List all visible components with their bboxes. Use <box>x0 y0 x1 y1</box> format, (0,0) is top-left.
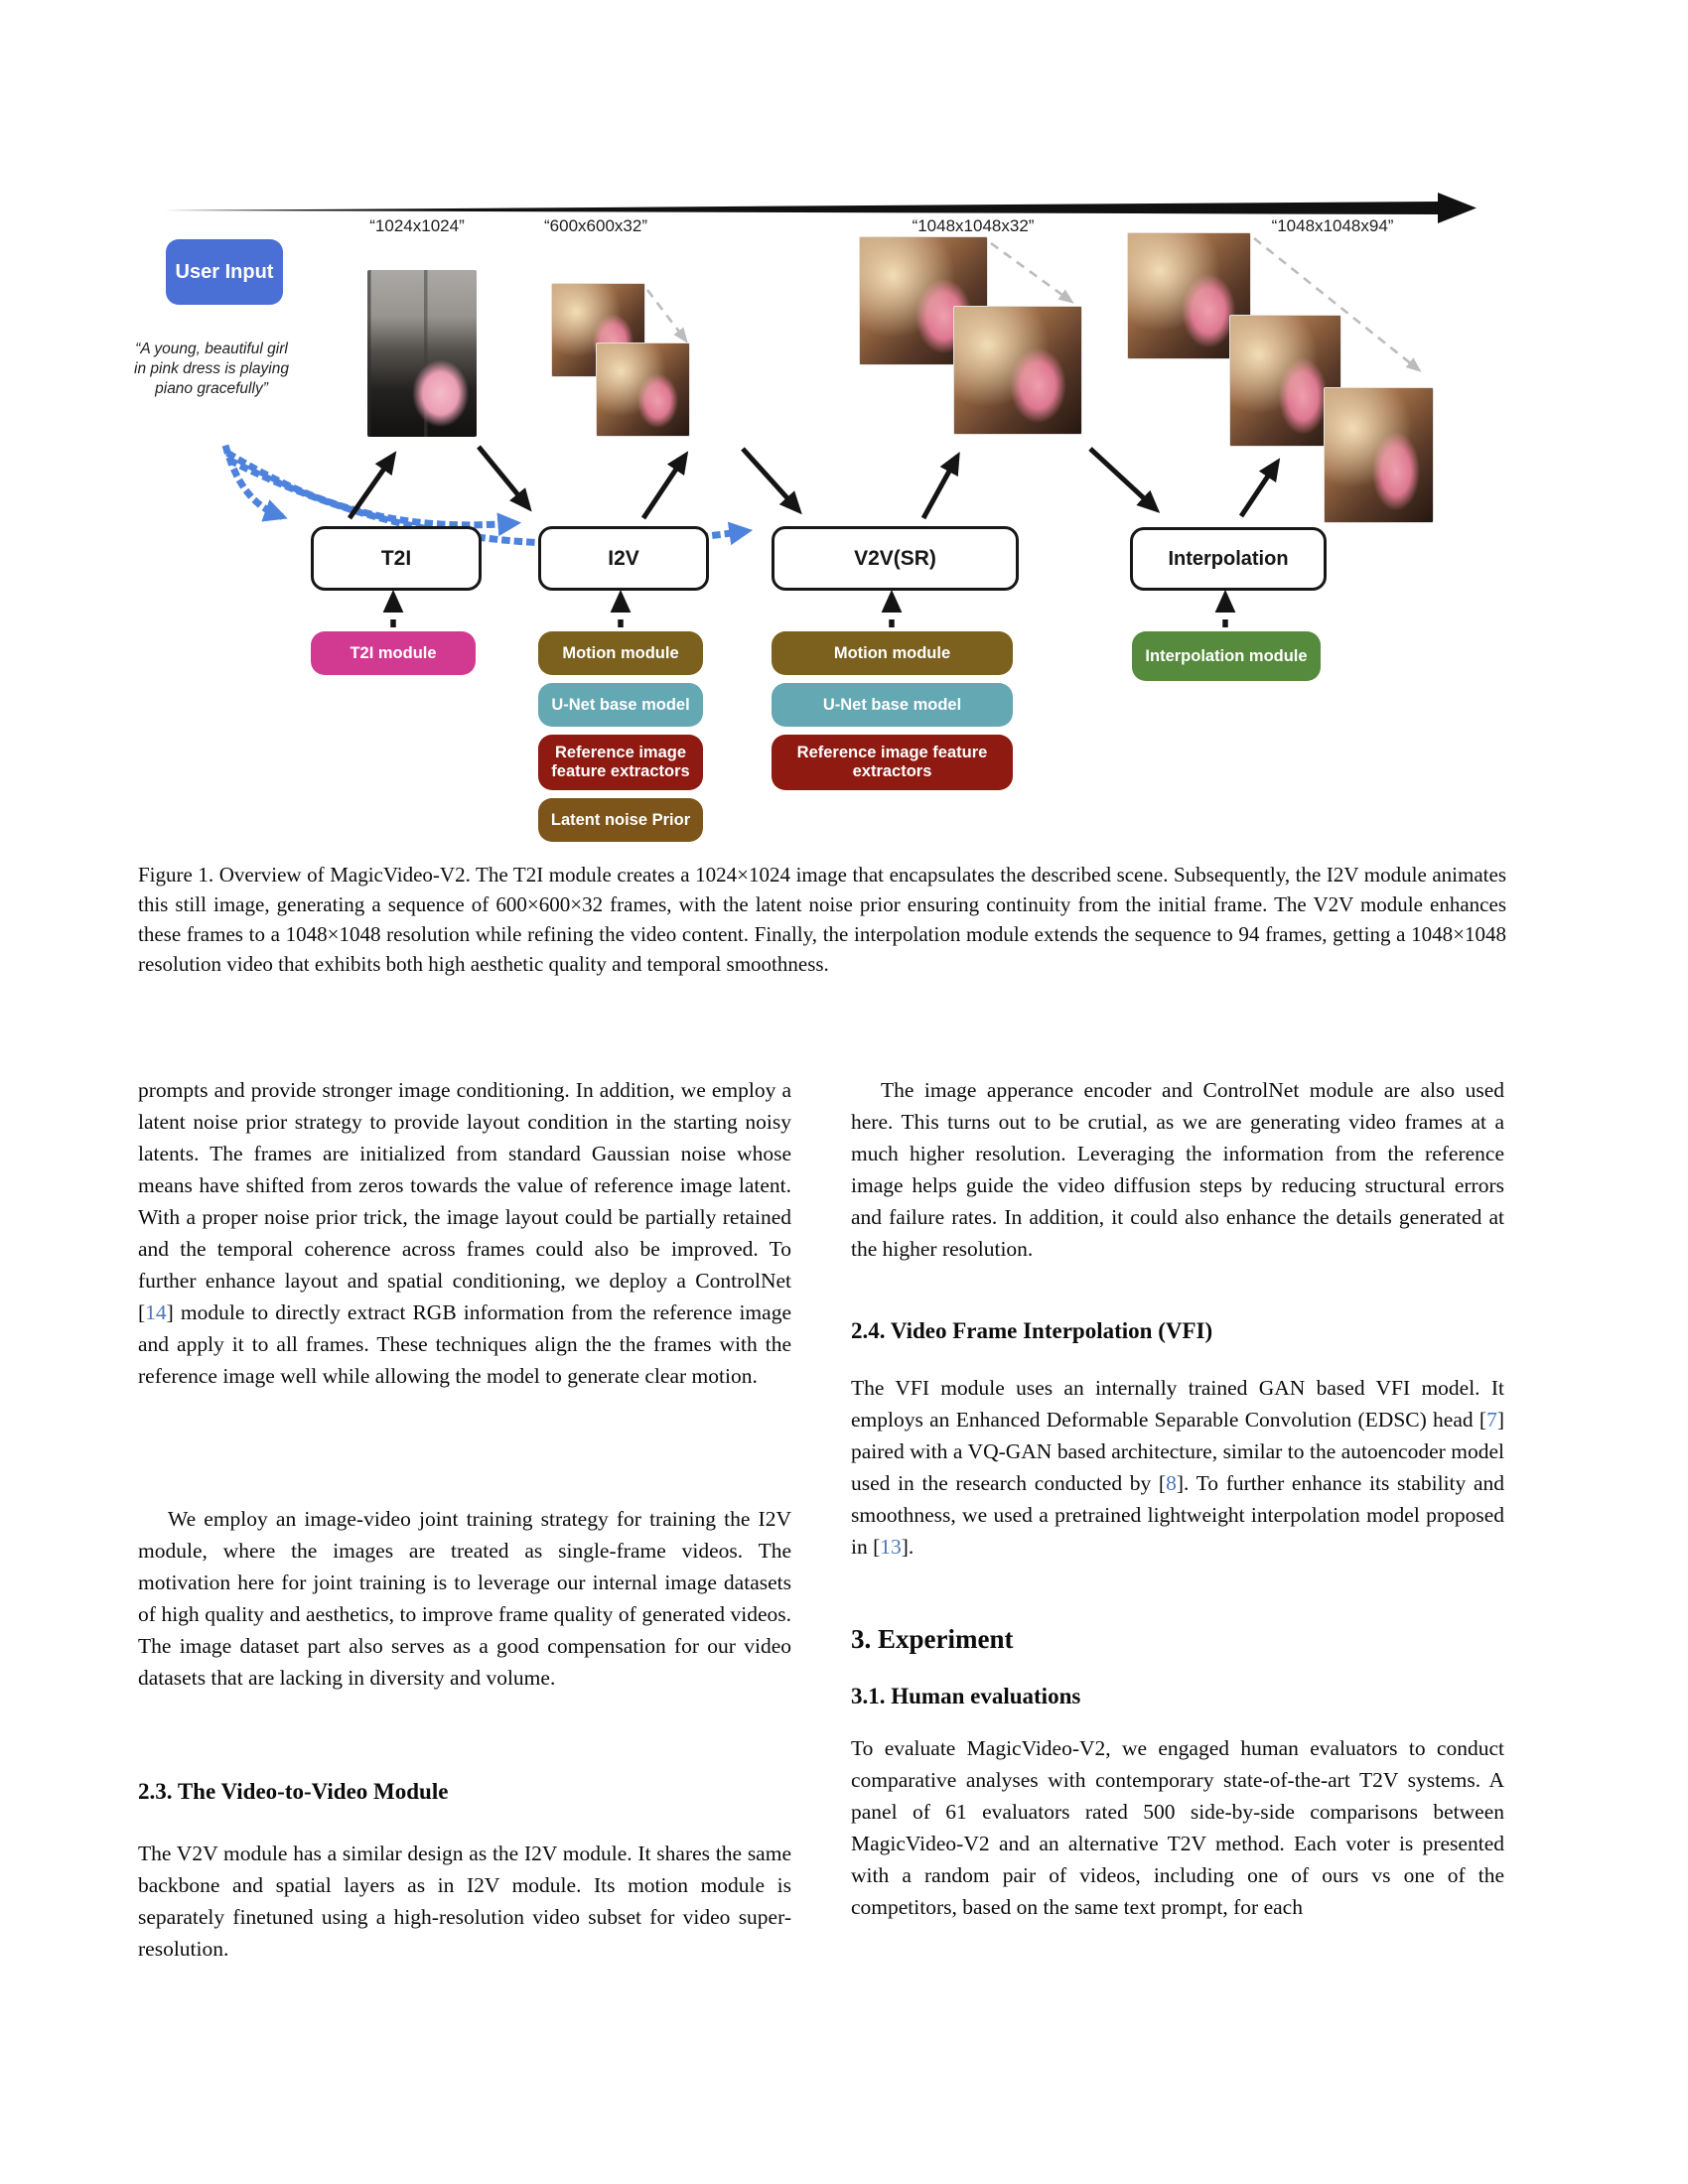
section-heading-2-3: 2.3. The Video-to-Video Module <box>138 1779 449 1804</box>
paragraph: To evaluate MagicVideo-V2, we engaged hu… <box>851 1736 1504 1919</box>
section-heading-2-4: 2.4. Video Frame Interpolation (VFI) <box>851 1318 1213 1343</box>
pipeline-box-label: T2I <box>380 546 412 570</box>
pipeline-box-t2i: T2I <box>311 526 482 591</box>
module-v2v-reference-extractors: Reference image feature extractors <box>772 735 1013 790</box>
user-input-badge: User Input <box>166 239 283 305</box>
i2v-frame-2 <box>596 342 690 437</box>
arrow-image-to-i2v <box>477 445 532 512</box>
v2v-frame-2 <box>953 306 1082 435</box>
module-i2v-motion: Motion module <box>538 631 703 675</box>
paragraph: prompts and provide stronger image condi… <box>138 1078 791 1388</box>
pipeline-box-label: V2V(SR) <box>854 546 936 570</box>
module-interpolation: Interpolation module <box>1132 631 1321 681</box>
citation-link[interactable]: 13 <box>880 1535 902 1559</box>
prompt-line: in pink dress is playing <box>134 360 289 377</box>
pipeline-box-interpolation: Interpolation <box>1130 527 1327 591</box>
timeline-arrow <box>164 193 1477 223</box>
resolution-label-1048x32: “1048x1048x32” <box>912 216 1035 235</box>
arrow-frames-to-interpolation <box>1088 447 1161 513</box>
user-input-label: User Input <box>175 260 274 283</box>
prompt-text: “A young, beautiful girl in pink dress i… <box>112 340 311 399</box>
pipeline-box-label: I2V <box>608 546 639 570</box>
section-heading-3: 3. Experiment <box>851 1624 1014 1654</box>
module-t2i: T2I module <box>311 631 476 675</box>
figure-caption: Figure 1. Overview of MagicVideo-V2. The… <box>138 863 1506 976</box>
module-i2v-latent-noise-prior: Latent noise Prior <box>538 798 703 842</box>
pipeline-box-v2v: V2V(SR) <box>772 526 1019 591</box>
interp-frame-3 <box>1324 387 1434 523</box>
module-arrows <box>382 589 1236 627</box>
paragraph: The image apperance encoder and ControlN… <box>851 1078 1504 1261</box>
pipeline-box-i2v: I2V <box>538 526 709 591</box>
resolution-label-600: “600x600x32” <box>544 216 647 235</box>
paragraph: We employ an image-video joint training … <box>138 1507 791 1690</box>
i2v-frames-connector <box>645 289 688 343</box>
module-v2v-unet: U-Net base model <box>772 683 1013 727</box>
citation-link[interactable]: 8 <box>1166 1471 1177 1495</box>
arrow-t2i-to-image <box>347 451 397 520</box>
resolution-label-1024: “1024x1024” <box>369 216 465 235</box>
module-i2v-reference-extractors: Reference image feature extractors <box>538 735 703 790</box>
paragraph: The VFI module uses an internally traine… <box>851 1376 1504 1559</box>
frame-sequence-arrows <box>645 236 1422 372</box>
resolution-label-1048x94: “1048x1048x94” <box>1271 216 1394 235</box>
module-i2v-unet: U-Net base model <box>538 683 703 727</box>
section-heading-3-1: 3.1. Human evaluations <box>851 1684 1081 1708</box>
flow-arrows <box>347 445 1281 520</box>
citation-link[interactable]: 14 <box>145 1300 167 1324</box>
interp-frames-connector <box>1253 236 1422 372</box>
interp-frame-2 <box>1229 315 1341 447</box>
module-v2v-motion: Motion module <box>772 631 1013 675</box>
arrow-frames-to-v2v <box>741 447 802 515</box>
prompt-line: piano gracefully” <box>155 380 268 397</box>
t2i-output-image <box>367 270 477 437</box>
paragraph: The V2V module has a similar design as t… <box>138 1842 791 1961</box>
prompt-line: “A young, beautiful girl <box>135 341 288 357</box>
prompt-arrow-t2i <box>221 444 288 522</box>
pipeline-box-label: Interpolation <box>1168 547 1289 570</box>
citation-link[interactable]: 7 <box>1486 1408 1497 1432</box>
arrow-i2v-to-frames <box>640 451 689 520</box>
arrow-v2v-to-frames <box>920 451 960 520</box>
v2v-frames-connector <box>990 241 1074 304</box>
arrow-interpolation-to-frames <box>1238 458 1281 518</box>
